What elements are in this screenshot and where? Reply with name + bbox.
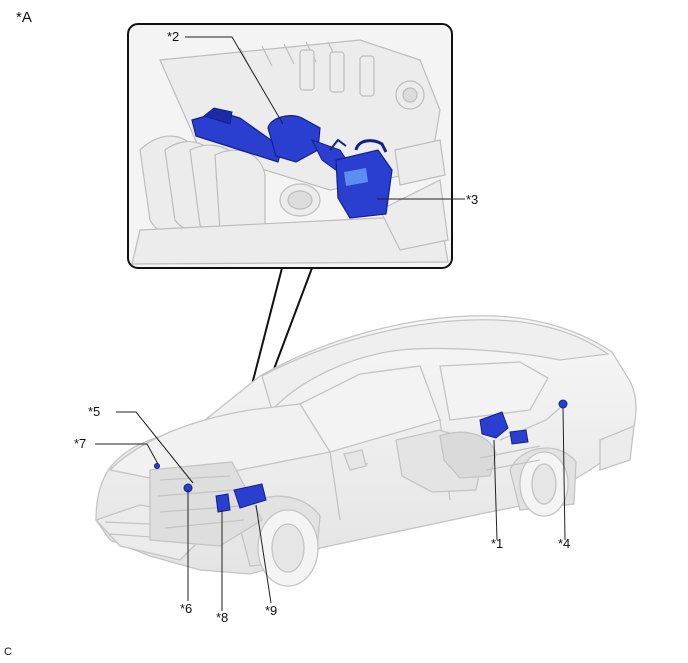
component-1-canister xyxy=(479,411,509,439)
component-1-valve xyxy=(509,429,529,445)
callout-2: *2 xyxy=(167,29,179,44)
callout-7: *7 xyxy=(74,436,86,451)
component-9 xyxy=(233,483,267,509)
callout-5: *5 xyxy=(88,404,100,419)
callout-6: *6 xyxy=(180,601,192,616)
vehicle-illustration xyxy=(94,315,637,587)
callout-1: *1 xyxy=(491,536,503,551)
engine-detail-inset xyxy=(127,23,453,269)
component-4 xyxy=(558,399,568,409)
callout-3: *3 xyxy=(466,192,478,207)
callout-leader-lines xyxy=(95,36,566,611)
view-label: *A xyxy=(16,9,32,26)
component-7 xyxy=(154,463,160,469)
figure-code: C xyxy=(4,646,12,658)
callout-8: *8 xyxy=(216,610,228,625)
callout-4: *4 xyxy=(558,536,570,551)
inset-highlighted-parts xyxy=(191,107,393,219)
highlighted-components xyxy=(154,399,568,513)
component-8 xyxy=(215,493,231,513)
callout-9: *9 xyxy=(265,603,277,618)
